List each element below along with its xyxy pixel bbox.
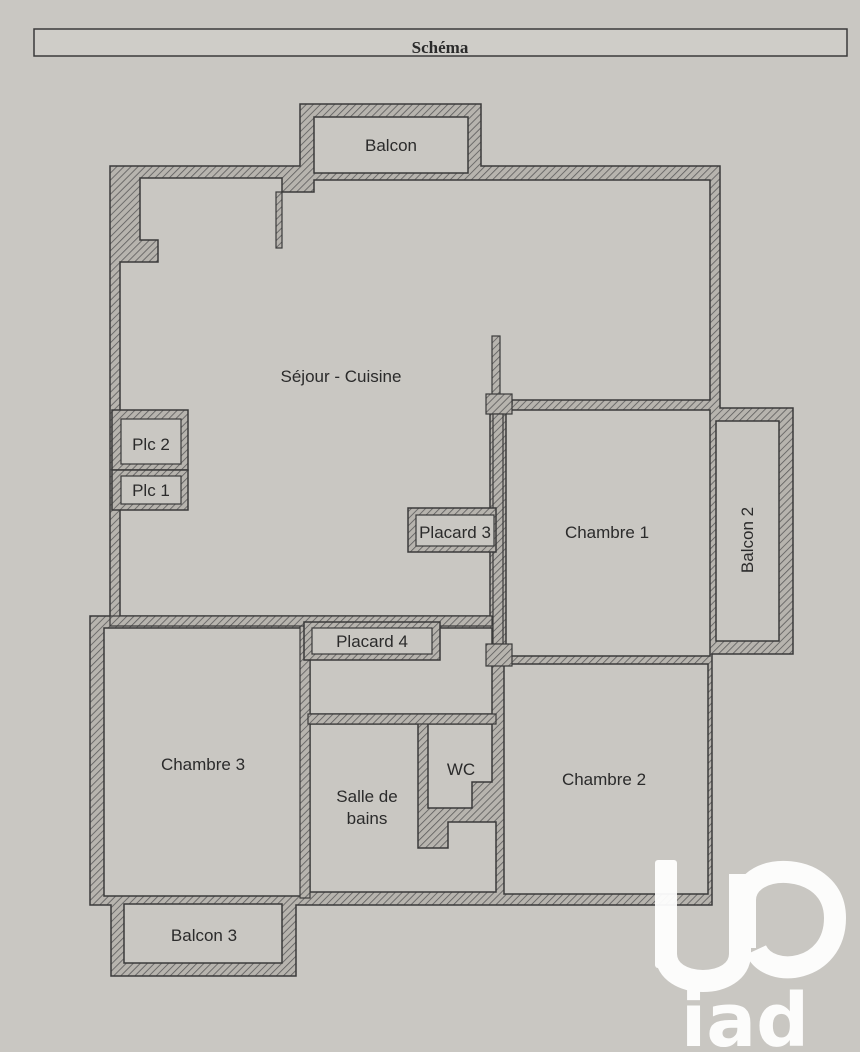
room-label-placard3: Placard 3 xyxy=(419,523,491,542)
closet-plc2: Plc 2 xyxy=(111,409,189,471)
room-label-sejour-cuisine: Séjour - Cuisine xyxy=(281,367,402,386)
room-label-chambre1: Chambre 1 xyxy=(565,523,649,542)
room-label-placard4: Placard 4 xyxy=(336,632,408,651)
room-label-salle-de-bains-2: bains xyxy=(347,809,388,828)
room-label-plc2: Plc 2 xyxy=(132,435,170,454)
room-label-chambre2: Chambre 2 xyxy=(562,770,646,789)
iad-logo-icon: iad xyxy=(655,860,847,1052)
page-title: Schéma xyxy=(412,38,469,57)
closet-plc1: Plc 1 xyxy=(111,469,189,511)
room-label-plc1: Plc 1 xyxy=(132,481,170,500)
room-label-wc: WC xyxy=(447,760,475,779)
room-label-salle-de-bains-1: Salle de xyxy=(336,787,397,806)
iad-logo-text: iad xyxy=(681,978,809,1052)
room-label-balcon3: Balcon 3 xyxy=(171,926,237,945)
closet-placard4: Placard 4 xyxy=(303,621,441,661)
room-label-balcon: Balcon xyxy=(365,136,417,155)
room-label-balcon2: Balcon 2 xyxy=(738,507,757,573)
partitions xyxy=(109,191,513,899)
room-label-chambre3: Chambre 3 xyxy=(161,755,245,774)
closet-placard3: Placard 3 xyxy=(407,507,497,553)
title-banner: Schéma xyxy=(33,28,848,57)
